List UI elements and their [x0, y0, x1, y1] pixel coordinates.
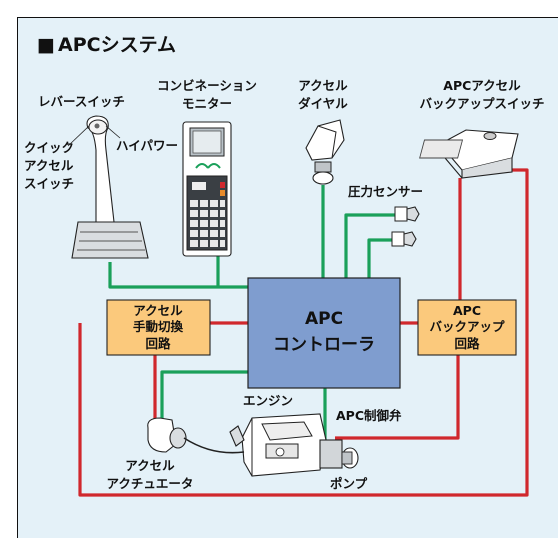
apc-controller: APC コントローラ [247, 277, 401, 389]
manual-circuit-box [106, 299, 211, 356]
accel-actuator-label-line2: アクチュエータ [107, 476, 194, 491]
switch-box-icon [419, 129, 519, 179]
quick-accel-label-line1: クイック [24, 140, 74, 155]
accel-actuator-label-line1: アクセル [125, 458, 175, 473]
high-power-label: ハイパワー [116, 138, 178, 153]
combination-monitor-label-line2: モニター [182, 96, 232, 111]
pressure-sensor-label: 圧力センサー [348, 184, 423, 199]
line-sensor1-to-controller [344, 213, 395, 278]
quick-accel-label-line3: スイッチ [24, 176, 74, 191]
backup-switch-label-line2: バックアップスイッチ [419, 96, 544, 111]
pump-icon [319, 439, 359, 469]
lever-switch-label: レバースイッチ [38, 94, 125, 109]
backup-circuit-line2: バックアップ [429, 319, 505, 334]
diagram-title: APCシステム [58, 34, 176, 56]
power-lines [78, 168, 529, 497]
actuator-icon [147, 417, 245, 454]
line-lever-to-controller [108, 262, 248, 289]
joystick-lever-icon [71, 115, 149, 259]
controller-label-line2: コントローラ [273, 335, 375, 355]
combination-monitor-label-line1: コンビネーション [157, 78, 257, 93]
manual-circuit-line2: 手動切換 [133, 319, 184, 334]
controller-label-line1: APC [305, 309, 343, 329]
accel-dial-label-line1: アクセル [298, 78, 348, 93]
pressure-sensor-icon [391, 206, 420, 247]
backup-switch-label-line1: APCアクセル [443, 78, 521, 93]
high-power-leader [105, 125, 121, 139]
controller-box [247, 277, 401, 389]
line-outer-loop [78, 168, 529, 497]
rotary-dial-icon [305, 119, 345, 185]
backup-circuit-box [417, 299, 517, 356]
signal-lines [108, 185, 395, 440]
accel-dial-label-line2: ダイヤル [298, 96, 348, 111]
backup-circuit-line1: APC [453, 303, 481, 318]
line-controller-to-actuator [160, 370, 248, 428]
backup-circuit-line3: 回路 [454, 336, 480, 351]
apc-backup-circuit: APC バックアップ 回路 [417, 299, 517, 356]
quick-accel-label-line2: アクセル [24, 158, 74, 173]
title-marker: ■ [37, 34, 55, 56]
quick-accel-leader [67, 125, 90, 147]
manual-circuit-line3: 回路 [145, 336, 171, 351]
monitor-panel-icon [182, 121, 232, 257]
diagram-border [17, 17, 558, 538]
accel-manual-switch-circuit: アクセル 手動切換 回路 [106, 299, 211, 356]
manual-circuit-line1: アクセル [133, 303, 183, 318]
line-backup-to-valve [335, 340, 460, 440]
line-sensor2-to-controller [367, 238, 392, 278]
pump-label: ポンプ [330, 476, 368, 491]
control-valve-label: APC制御弁 [336, 408, 402, 423]
engine-icon [229, 413, 327, 477]
engine-label: エンジン [243, 393, 293, 408]
